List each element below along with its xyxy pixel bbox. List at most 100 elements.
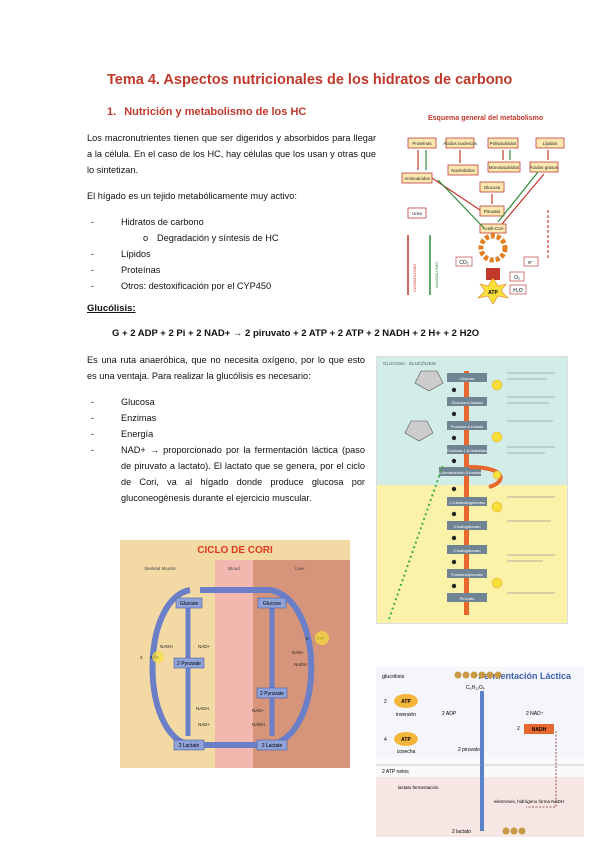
- glycolysis-svg: GLUCOSA · GLUCÓLISIS Glucosa Glucosa-6-f…: [377, 360, 567, 623]
- glyco-step: [447, 569, 487, 578]
- page-title: Tema 4. Aspectos nutricionales de los hi…: [107, 72, 513, 88]
- liver-pyruvate-box: [256, 687, 288, 699]
- atp-cosecha: ATP: [401, 737, 411, 743]
- list-item: Enzimas: [87, 410, 365, 426]
- anabolism-label: ANABOLISMO: [434, 262, 439, 288]
- nadh-box: [524, 724, 554, 734]
- step-label: 3-fosfoglicerato: [453, 524, 481, 529]
- step-label: Fructosa-6-fosfato: [451, 424, 484, 429]
- muscle-nadh: NADH: [160, 644, 173, 649]
- muscle-atp-glow: [152, 651, 164, 663]
- box-nucleotides: [447, 164, 479, 176]
- step-label: Glucosa-6-fosfato: [451, 400, 483, 405]
- liver-nad-2: NAD+: [252, 708, 265, 713]
- atp-inversion: ATP: [401, 699, 411, 705]
- list-item: Hidratos de carbono: [87, 214, 376, 230]
- glycolysis-label: glucólisis: [382, 674, 405, 680]
- box-polysaccharides: [487, 137, 519, 149]
- glyco-step: [447, 521, 487, 530]
- glyco-step: [447, 497, 487, 506]
- metabolism-diagram: Esquema general del metabolismo Proteína…: [398, 110, 578, 305]
- section-label: Nutrición y metabolismo de los HC: [124, 106, 307, 118]
- cosecha-num: 4: [384, 737, 387, 743]
- step-number: [451, 411, 457, 417]
- co2-box: [455, 256, 473, 267]
- section-heading: 1. Nutrición y metabolismo de los HC: [107, 106, 306, 118]
- box-label: Ácidos grasos: [530, 164, 559, 170]
- electron-chain-arrow: [486, 268, 500, 280]
- catabolism-label: CATABOLISMO: [412, 264, 417, 292]
- atp-marker: [491, 501, 503, 513]
- carbon-atom: [462, 671, 470, 679]
- glyco-step: [447, 593, 487, 602]
- lactate-fermentation-label: lactato fermentación: [398, 785, 439, 790]
- liver-nadh-2: NADH: [252, 722, 265, 727]
- step-label: Gliceraldehído 3-fosfato: [439, 470, 482, 475]
- step-label: Piruvato: [460, 596, 475, 601]
- liver-nadh: NADH: [294, 662, 307, 667]
- carbon-atom: [478, 671, 486, 679]
- muscle-pyruvate: 2 Pyruvate: [177, 661, 201, 667]
- list-item: Degradación y síntesis de HC: [87, 230, 376, 246]
- lactate-atom: [502, 827, 510, 835]
- liver-list: Hidratos de carbono Degradación y síntes…: [87, 214, 376, 294]
- box-label: Polisacáridos: [490, 141, 518, 146]
- col-muscle: Skeletal Muscle: [144, 566, 176, 571]
- electron-label: e⁻: [528, 260, 534, 266]
- liver-lactate-box: [256, 739, 288, 751]
- muscle-nadh-2: NADH: [196, 706, 209, 711]
- box-urea: [407, 207, 427, 219]
- electrons-label: electrones, hidrógeno forma NADH: [494, 799, 564, 804]
- box-nucleic: [445, 137, 475, 149]
- step-label: Fructosa-1,6-bisfosfato: [447, 448, 489, 453]
- glyco-step: [447, 397, 487, 406]
- box-lipids: [535, 137, 565, 149]
- liver-glucose: Glucose: [263, 601, 282, 607]
- electron-path: [526, 731, 557, 808]
- muscle-atp-count: 2: [140, 655, 143, 660]
- glucose-ring: [414, 370, 444, 392]
- step-number: [451, 559, 457, 565]
- carbon-atom: [470, 671, 478, 679]
- nadh-num: 2: [517, 726, 520, 732]
- box-acetylcoa: [479, 223, 507, 234]
- liver-pyruvate: 2 Pyruvate: [260, 691, 284, 697]
- carbon-atom: [454, 671, 462, 679]
- phase-divider: [388, 464, 444, 620]
- box-label: Lípidos: [543, 141, 558, 146]
- pathway-axis: [464, 371, 469, 615]
- catabolic-arrow: [431, 177, 481, 211]
- glycolysis-equation: G + 2 ADP + 2 Pi + 2 NAD+ → 2 piruvato +…: [112, 328, 480, 339]
- carbon-atom: [486, 671, 494, 679]
- cori-diagram: CICLO DE CORI Skeletal Muscle Blood Live…: [120, 540, 350, 768]
- atp-marker: [491, 577, 503, 589]
- step-label: 1,3-bisfosfoglicerato: [449, 500, 486, 505]
- step-number: [451, 458, 457, 464]
- atp-cosecha-badge: [394, 732, 418, 746]
- nadh-label: NADH: [532, 727, 547, 733]
- anabolic-arrow: [437, 179, 485, 229]
- glucose-formula: C₆H₁₂O₆: [466, 685, 485, 691]
- box-label: Piruvato: [484, 209, 501, 214]
- muscle-pyruvate-box: [173, 657, 205, 669]
- muscle-lactate: 2 Lactate: [179, 743, 200, 749]
- atp-label: ATP: [488, 290, 498, 296]
- glycolysis-heading: Glucólisis:: [87, 303, 136, 314]
- cori-title: CICLO DE CORI: [197, 545, 273, 556]
- step-number: [451, 486, 457, 492]
- o2-label: O₂: [514, 275, 520, 281]
- muscle-glucose-box: [175, 597, 203, 609]
- metabolism-title: Esquema general del metabolismo: [428, 115, 543, 122]
- section-number: 1.: [107, 106, 117, 118]
- muscle-flow: [149, 587, 191, 748]
- list-item: Lípidos: [87, 246, 376, 262]
- box-label: Ácidos nucleicos: [443, 140, 477, 146]
- liver-region: [253, 560, 350, 768]
- glycolysis-diagram: GLUCOSA · GLUCÓLISIS Glucosa Glucosa-6-f…: [376, 356, 568, 624]
- lactate-atom: [510, 827, 518, 835]
- blood-region: [215, 560, 253, 768]
- box-fattyacids: [529, 161, 559, 173]
- lactic-svg: Fermentación Láctica glucólisis C₆H₁₂O₆ …: [376, 667, 584, 837]
- box-label: Proteínas: [412, 141, 432, 146]
- box-monosaccharides: [487, 161, 521, 173]
